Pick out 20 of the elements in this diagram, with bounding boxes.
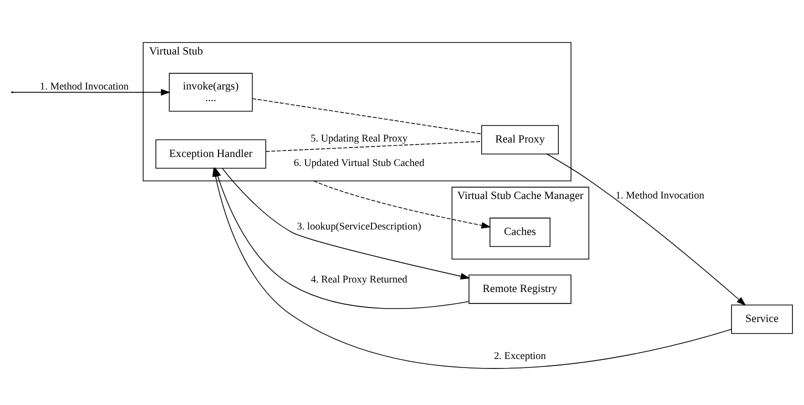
node-box: invoke(args) .... [168, 72, 253, 112]
arrow [12, 88, 170, 96]
arrow [313, 180, 491, 229]
edge-label: 2. Exception [494, 351, 546, 362]
edge-label: 1. Method Invocation [616, 190, 704, 202]
node-box: Exception Handler [155, 139, 266, 169]
node-box: Service [731, 304, 793, 334]
edge-label: 6. Updated Virtual Stub Cached [294, 158, 424, 170]
arrow [214, 167, 470, 310]
connector [266, 141, 482, 152]
edge-label: 5. Updating Real Proxy [310, 134, 408, 145]
node-box: Real Proxy [481, 125, 559, 154]
edge-label: 3. lookup(ServiceDescription) [296, 221, 422, 232]
node-box: Caches [490, 218, 550, 247]
arrow [546, 154, 746, 306]
arrow [222, 168, 470, 280]
edge-label: 4. Real Proxy Returned [310, 274, 408, 286]
connector [252, 98, 482, 134]
node-box: Remote Registry [468, 274, 572, 304]
edge-label: 1. Method Invocation [40, 81, 129, 92]
